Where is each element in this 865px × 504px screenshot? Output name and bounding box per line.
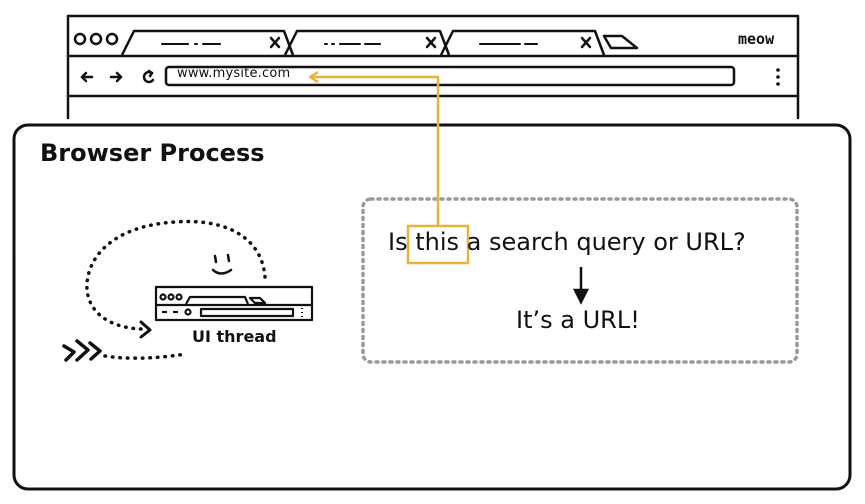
decision-box	[361, 197, 799, 364]
tab-3	[439, 29, 606, 56]
browser-window	[66, 14, 800, 120]
new-tab-icon	[602, 34, 639, 50]
tab-2	[283, 29, 451, 56]
menu-icon[interactable]	[776, 68, 780, 86]
back-arrow-icon	[80, 71, 94, 83]
window-buttons	[73, 32, 119, 46]
answer-text: It’s a URL!	[516, 306, 640, 334]
forward-arrow-icon	[109, 71, 123, 83]
browser-process-box	[12, 123, 852, 491]
question-highlight: this	[415, 228, 460, 256]
down-arrow	[572, 267, 590, 305]
window-button-icon	[105, 32, 119, 46]
address-bar[interactable]	[164, 65, 736, 87]
window-button-icon	[89, 32, 103, 46]
loop-arrowhead-icon	[139, 320, 152, 339]
close-icon	[580, 36, 592, 49]
highlight-connector	[308, 70, 440, 226]
connector-arrowhead	[308, 70, 319, 84]
tab-close-icons[interactable]	[269, 36, 592, 49]
question-text: Is this a search query or URL?	[388, 228, 746, 256]
question-suffix: a search query or URL?	[459, 228, 746, 256]
browser-process-title: Browser Process	[40, 139, 265, 167]
reload-icon	[142, 69, 155, 84]
smiley-face-icon	[211, 253, 233, 275]
tab-strip	[120, 29, 639, 56]
ui-thread-label: UI thread	[192, 327, 277, 346]
nav-icons[interactable]	[80, 69, 155, 84]
ui-thread-browser-icon	[154, 285, 314, 322]
close-icon	[269, 36, 281, 49]
question-prefix: Is	[388, 228, 416, 256]
incoming-dotted-line	[103, 352, 188, 360]
address-bar-value[interactable]: www.mysite.com	[177, 66, 291, 81]
tab-1	[120, 29, 295, 56]
window-button-icon	[73, 32, 87, 46]
browser-brand: meow	[738, 30, 775, 48]
incoming-chevrons-icon	[62, 339, 102, 362]
close-icon	[425, 36, 437, 49]
